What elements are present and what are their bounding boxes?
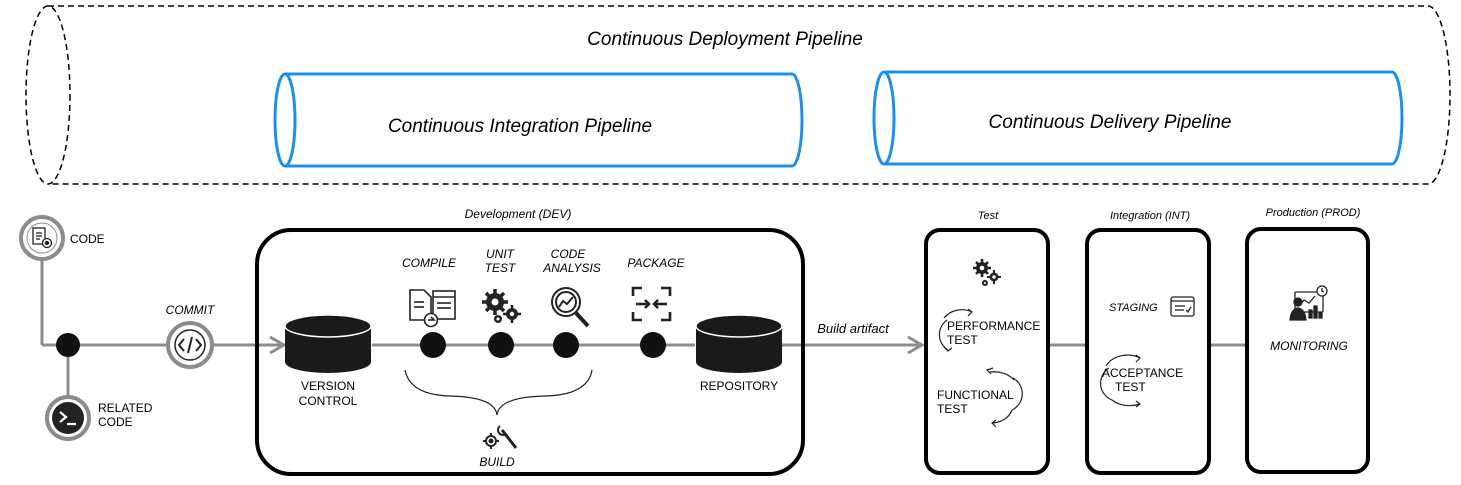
compile-label: COMPILE — [402, 256, 457, 270]
delivery-pipeline-label: Continuous Delivery Pipeline — [989, 112, 1232, 133]
build-label: BUILD — [479, 455, 515, 469]
dev-stage-box — [255, 228, 805, 476]
unit-test-label-1: UNIT — [486, 247, 516, 261]
gears-icon — [482, 289, 521, 323]
unit-test-label-2: TEST — [485, 261, 517, 275]
connector-lines — [40, 258, 1246, 398]
version-control-database[interactable] — [284, 314, 372, 373]
test-stage-box — [924, 228, 1050, 475]
related-code-node[interactable] — [45, 395, 91, 441]
related-code-label-2: CODE — [98, 415, 133, 429]
document-compile-icon — [409, 289, 456, 328]
dev-title: Development (DEV) — [465, 207, 572, 221]
test-stage-title: Test — [978, 210, 999, 222]
performance-cycle-arrows — [938, 308, 973, 352]
integration-pipeline-cylinder: Continuous Integration Pipeline — [273, 72, 804, 168]
prod-stage-title: Production (PROD) — [1266, 207, 1361, 219]
staging-label: STAGING — [1109, 302, 1158, 314]
code-node[interactable] — [19, 215, 65, 261]
code-brackets-icon — [177, 336, 203, 354]
code-analysis-label-1: CODE — [551, 247, 587, 261]
code-label: CODE — [70, 232, 105, 246]
checklist-icon — [1170, 296, 1195, 317]
document-gear-icon — [32, 227, 53, 249]
build-brace — [404, 369, 593, 416]
acceptance-test-label-1: ACCEPTANCE — [1102, 366, 1183, 380]
compile-step-dot[interactable] — [420, 332, 446, 358]
monitoring-label: MONITORING — [1270, 339, 1348, 353]
functional-test-label-1: FUNCTIONAL — [937, 388, 1014, 402]
package-label: PACKAGE — [627, 256, 685, 270]
functional-cycle-arrows — [985, 367, 1023, 428]
performance-test-label-1: PERFORMANCE — [947, 319, 1040, 333]
gears-icon — [973, 259, 1001, 286]
functional-test-label-2: TEST — [937, 402, 968, 416]
acceptance-cycle-arrows — [1100, 354, 1141, 408]
version-control-label-1: VERSION — [301, 379, 355, 393]
related-code-label-1: RELATED — [98, 401, 153, 415]
repository-label: REPOSITORY — [700, 379, 778, 393]
package-arrows-icon — [631, 286, 672, 322]
integration-pipeline-label: Continuous Integration Pipeline — [388, 116, 652, 137]
magnifier-chart-icon — [551, 287, 590, 328]
prod-stage-box — [1245, 227, 1370, 474]
performance-test-label-2: TEST — [947, 333, 978, 347]
version-control-label-2: CONTROL — [299, 394, 358, 408]
deployment-pipeline-cylinder: Continuous Deployment Pipeline — [25, 5, 1451, 185]
build-artifact-label: Build artifact — [817, 321, 890, 336]
commit-node[interactable] — [166, 321, 214, 369]
source-junction-dot — [56, 333, 80, 357]
repository-database[interactable] — [695, 314, 783, 373]
code-analysis-label-2: ANALYSIS — [542, 261, 601, 275]
package-step-dot[interactable] — [640, 332, 666, 358]
dashboard-person-icon — [1289, 285, 1328, 321]
deployment-pipeline-label: Continuous Deployment Pipeline — [587, 29, 863, 50]
int-stage-title: Integration (INT) — [1110, 210, 1190, 222]
code-analysis-step-dot[interactable] — [553, 332, 579, 358]
terminal-icon — [59, 411, 76, 426]
wrench-gear-icon — [483, 425, 518, 449]
acceptance-test-label-2: TEST — [1115, 380, 1146, 394]
unit-test-step-dot[interactable] — [488, 332, 514, 358]
int-stage-box — [1085, 228, 1211, 475]
delivery-pipeline-cylinder: Continuous Delivery Pipeline — [872, 70, 1404, 166]
commit-label: COMMIT — [166, 303, 216, 317]
